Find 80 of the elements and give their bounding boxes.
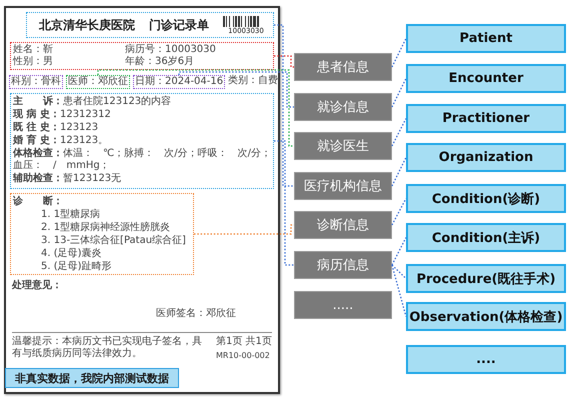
field-label: 处理意见： [12, 280, 62, 292]
record-line: 现 病 史：12312312 [13, 109, 112, 121]
field-text: 病历号：10003030 [125, 44, 217, 56]
category-box [294, 93, 392, 121]
notice-text: 非真实数据，我院内部测试数据 [15, 370, 169, 386]
field-text: 科别：骨科 [11, 76, 61, 88]
resource-box [406, 345, 566, 374]
record-line: 婚 育 史：123123。 [13, 135, 110, 147]
resource-box [406, 143, 566, 172]
connector-line [391, 198, 407, 226]
category-box [294, 132, 392, 160]
resource-box [406, 264, 566, 293]
record-line: 4. (足母)囊炎 [40, 248, 103, 260]
record-line: 体格检查：体温： ℃；脉搏： 次/分；呼吸： 次/分；血压： / mmHg； [13, 148, 271, 172]
footer-note: 温馨提示：本病历文书已实现电子签名，具有与纸质病历同等法律效力。 [12, 336, 203, 360]
resource-label: Practitioner [442, 111, 530, 126]
page-number: 第1页 共1页 [216, 336, 272, 348]
connector-line [274, 24, 294, 187]
record-line: 主 诉：患者住院123123的内容 [13, 96, 172, 108]
resource-box [406, 302, 566, 331]
record-line: 诊 断： [13, 196, 64, 208]
field-text: 姓名：靳 [13, 44, 54, 56]
category-label: 就诊信息 [317, 99, 369, 116]
record-line: 3. 13-三体综合征[Patau综合征] [40, 235, 187, 247]
form-title: 门诊记录单 [149, 16, 209, 34]
patient-info-region [10, 42, 274, 70]
category-box [294, 251, 392, 279]
connector-line [274, 55, 294, 68]
connector-line [392, 264, 406, 279]
record-paper [4, 6, 280, 394]
field-text: 日期：2024-04-16 [135, 76, 224, 88]
category-box [294, 53, 392, 81]
connector-line [178, 71, 294, 108]
category-label: 就诊医生 [317, 138, 369, 155]
resource-box [406, 64, 566, 93]
record-line: 辅助检查：暂123123无 [13, 173, 122, 185]
category-label: 患者信息 [317, 59, 369, 76]
resource-label: Condition(诊断) [432, 190, 540, 208]
category-label: 诊断信息 [317, 217, 369, 234]
connector-line [97, 69, 294, 147]
record-line: 既 往 史：123123 [13, 122, 100, 134]
category-box [294, 291, 392, 319]
field-text: 类别：自费 [228, 75, 278, 87]
resource-label: .... [476, 352, 496, 367]
resource-label: Procedure(既往手术) [416, 270, 556, 288]
hospital-name: 北京清华长庚医院 [39, 16, 135, 34]
record-line: 1. 1型糖尿病 [40, 209, 102, 221]
record-section-region [10, 93, 274, 189]
resource-label: Observation(体格检查) [409, 308, 563, 326]
category-label: 医疗机构信息 [304, 178, 382, 195]
category-label: 病历信息 [317, 257, 369, 274]
field-text: 性别：男 [13, 56, 54, 68]
resource-label: Patient [460, 31, 512, 46]
resource-label: Condition(主诉) [432, 230, 540, 246]
record-section-region [10, 193, 194, 275]
connector-line [391, 264, 407, 317]
header-region [26, 12, 274, 38]
connector-line [391, 78, 407, 108]
resource-box [406, 184, 566, 213]
resource-box [406, 104, 566, 133]
resource-label: Encounter [448, 71, 524, 86]
field-text: 年龄：36岁6月 [125, 56, 196, 68]
form-code: MR10-00-002 [216, 350, 270, 362]
category-box [294, 211, 392, 239]
category-label: ..... [332, 298, 354, 312]
resource-box [406, 223, 566, 252]
category-box [294, 172, 392, 200]
record-line: 2. 1型糖尿病神经源性膀胱炎 [40, 222, 172, 234]
connector-line [391, 157, 407, 186]
connector-line [391, 118, 407, 146]
resource-box [406, 24, 566, 53]
connector-line [194, 224, 294, 235]
signature-text: 医师签名：邓欣征 [156, 308, 236, 320]
resource-label: Organization [438, 150, 534, 165]
connector-line [274, 140, 294, 266]
record-line: 5. (足母)趾畸形 [40, 261, 113, 273]
notice-banner [5, 368, 179, 388]
field-text: 医师：邓欣征 [68, 76, 128, 88]
connector-line [391, 38, 407, 68]
connector-line [391, 237, 407, 266]
